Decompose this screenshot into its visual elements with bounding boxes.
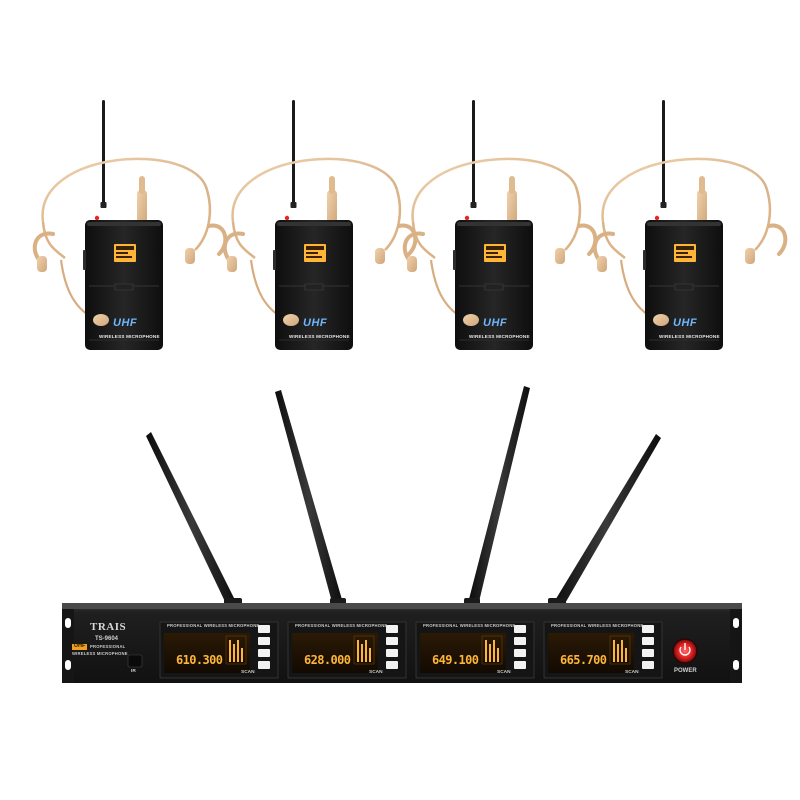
transmitter-4-label: WIRELESS MICROPHONE	[659, 334, 720, 339]
channel-4-scan: SCAN	[625, 670, 639, 675]
channel-4-frequency: 665.700	[560, 653, 607, 667]
transmitter-3-band: UHF	[483, 317, 508, 329]
channel-module-2	[287, 621, 407, 679]
channel-module-1	[159, 621, 279, 679]
receiver-model: TS-9604	[95, 636, 119, 642]
channel-3-scan: SCAN	[497, 670, 511, 675]
ir-label: IR	[131, 669, 136, 674]
receiver-antennas	[146, 386, 661, 612]
receiver-unit	[62, 603, 742, 683]
channel-1-frequency: 610.300	[176, 653, 223, 667]
transmitter-2-label: WIRELESS MICROPHONE	[289, 334, 350, 339]
channel-3-header: PROFESSIONAL WIRELESS MICROPHONE	[423, 623, 516, 628]
channel-2-scan: SCAN	[369, 670, 383, 675]
receiver-brand: TRAIS	[90, 621, 127, 633]
channel-4-header: PROFESSIONAL WIRELESS MICROPHONE	[551, 623, 644, 628]
channel-2-header: PROFESSIONAL WIRELESS MICROPHONE	[295, 623, 388, 628]
power-button[interactable]	[672, 638, 698, 664]
power-label: POWER	[674, 668, 697, 674]
transmitter-1-band: UHF	[113, 317, 138, 329]
channel-1-scan: SCAN	[241, 670, 255, 675]
band-badge: UHF	[72, 643, 88, 650]
band-caption: PROFESSIONAL	[90, 644, 126, 649]
channel-1-header: PROFESSIONAL WIRELESS MICROPHONE	[167, 623, 260, 628]
transmitter-1-label: WIRELESS MICROPHONE	[99, 334, 160, 339]
transmitter-2-band: UHF	[303, 317, 328, 329]
channel-module-3	[415, 621, 535, 679]
transmitter-4-band: UHF	[673, 317, 698, 329]
receiver-subtitle: WIRELESS MICROPHONE	[72, 651, 128, 656]
channel-module-4	[543, 621, 663, 679]
channel-2-frequency: 628.000	[304, 653, 351, 667]
channel-3-frequency: 649.100	[432, 653, 479, 667]
transmitter-3-label: WIRELESS MICROPHONE	[469, 334, 530, 339]
